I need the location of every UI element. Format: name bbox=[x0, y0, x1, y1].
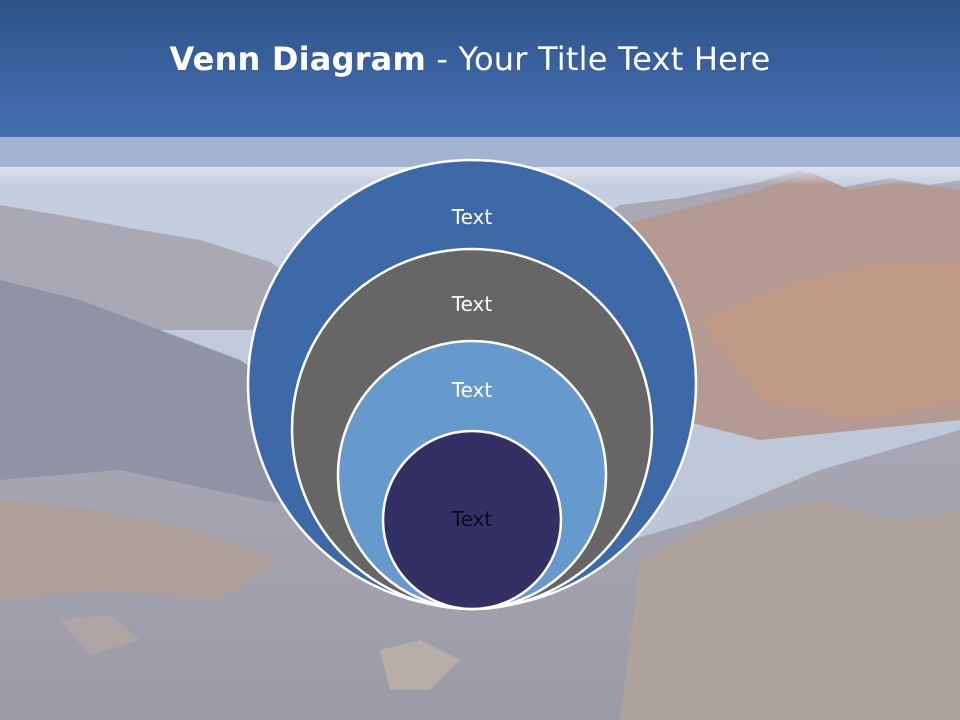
venn-label-inner: Text bbox=[451, 507, 493, 531]
venn-label-third: Text bbox=[451, 378, 493, 402]
slide-title: Venn Diagram - Your Title Text Here bbox=[0, 40, 940, 78]
title-bar bbox=[0, 0, 960, 137]
slide-title-bold: Venn Diagram bbox=[169, 40, 427, 78]
slide-title-rest: - Your Title Text Here bbox=[426, 40, 771, 78]
venn-label-outer: Text bbox=[451, 205, 493, 229]
venn-circle-inner bbox=[381, 429, 563, 611]
venn-label-second: Text bbox=[451, 292, 493, 316]
